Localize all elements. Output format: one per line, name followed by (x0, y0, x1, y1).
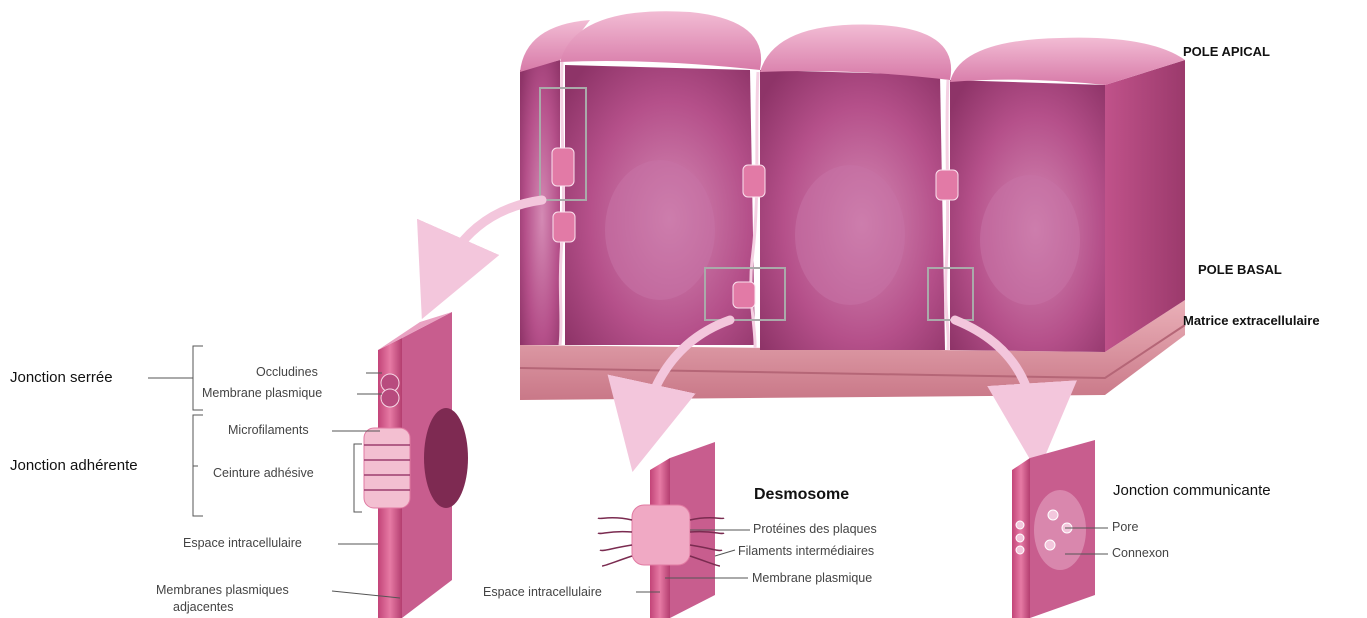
desmosome-title: Desmosome (754, 486, 849, 504)
tight-junction-title: Jonction serrée (10, 369, 113, 386)
plasma-membrane-label-2: Membrane plasmique (752, 571, 872, 585)
matrix-label: Matrice extracellulaire (1183, 313, 1320, 328)
plaque-proteins-label: Protéines des plaques (753, 522, 877, 536)
pole-basal-label: POLE BASAL (1198, 262, 1282, 277)
intercellular-space-label-2: Espace intracellulaire (483, 585, 602, 599)
adhesion-belt-label: Ceinture adhésive (213, 466, 314, 480)
connexon-label: Connexon (1112, 546, 1169, 560)
intercellular-space-label-1: Espace intracellulaire (183, 536, 302, 550)
gap-junction-detail (1012, 440, 1095, 618)
cell-top-2 (560, 11, 761, 70)
adherens-junction-title: Jonction adhérente (10, 457, 138, 474)
intermediate-filaments-label: Filaments intermédiaires (738, 544, 874, 558)
tight-junction-detail (364, 312, 468, 618)
microfilaments-label: Microfilaments (228, 423, 309, 437)
adjacent-membranes-label-2: adjacentes (173, 600, 233, 614)
plasma-membrane-label-1: Membrane plasmique (202, 386, 322, 400)
pore-label: Pore (1112, 520, 1138, 534)
gap-junction-title: Jonction communicante (1113, 482, 1271, 499)
occludins-label: Occludines (256, 365, 318, 379)
pole-apical-label: POLE APICAL (1183, 44, 1270, 59)
adjacent-membranes-label: Membranes plasmiques (156, 583, 289, 597)
epithelium-block (520, 11, 1185, 400)
